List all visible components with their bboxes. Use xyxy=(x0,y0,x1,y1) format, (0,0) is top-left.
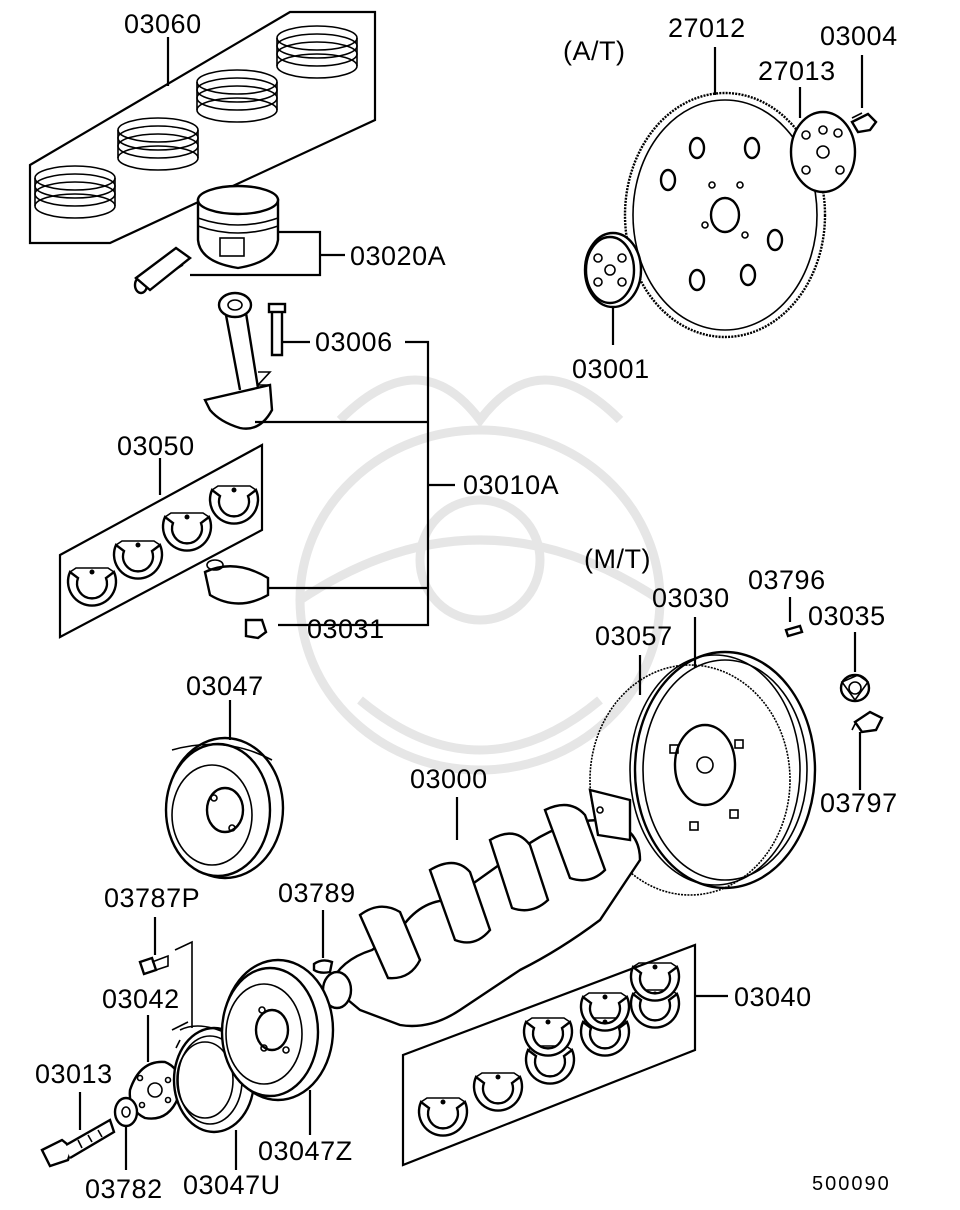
label-03031: 03031 xyxy=(307,614,385,644)
label-03050: 03050 xyxy=(117,431,195,461)
washer-icon[interactable] xyxy=(113,1096,139,1128)
label-at: (A/T) xyxy=(563,36,626,66)
piston-ring-set-icon[interactable] xyxy=(28,10,377,245)
rod-bolt-icon[interactable] xyxy=(267,302,287,357)
label-03030: 03030 xyxy=(652,583,730,613)
crank-pulley-icon[interactable] xyxy=(164,736,285,880)
label-03789: 03789 xyxy=(278,878,356,908)
pulley-icon[interactable] xyxy=(220,958,335,1102)
bolt-icon[interactable] xyxy=(851,710,884,734)
main-bearing-icon[interactable] xyxy=(401,943,697,1167)
label-03040: 03040 xyxy=(734,982,812,1012)
label-03787P: 03787P xyxy=(104,883,200,913)
label-03796: 03796 xyxy=(748,565,826,595)
label-03060: 03060 xyxy=(124,9,202,39)
connecting-rod-icon[interactable] xyxy=(203,291,274,430)
label-03010A: 03010A xyxy=(463,470,559,500)
label-03020A: 03020A xyxy=(350,241,446,271)
adapter-plate-icon[interactable] xyxy=(789,110,857,194)
label-03004: 03004 xyxy=(820,21,898,51)
bolt-icon[interactable] xyxy=(850,112,878,134)
crank-bolt-icon[interactable] xyxy=(40,1118,116,1168)
drive-plate-icon[interactable] xyxy=(623,91,827,339)
label-03001: 03001 xyxy=(572,354,650,384)
woodruff-key-icon[interactable] xyxy=(312,959,334,974)
rod-cap-icon[interactable] xyxy=(203,559,270,605)
label-03047: 03047 xyxy=(186,671,264,701)
label-03000: 03000 xyxy=(410,764,488,794)
label-03797: 03797 xyxy=(820,788,898,818)
rod-bearing-icon[interactable] xyxy=(58,443,264,639)
label-mt: (M/T) xyxy=(584,544,651,574)
label-03047Z: 03047Z xyxy=(258,1136,353,1166)
label-03782: 03782 xyxy=(85,1174,163,1204)
label-03042: 03042 xyxy=(102,984,180,1014)
diagram-code: 500090 xyxy=(812,1173,891,1195)
adapter-plate-icon[interactable] xyxy=(583,231,643,309)
label-03047U: 03047U xyxy=(183,1170,281,1200)
rod-nut-icon[interactable] xyxy=(244,618,268,640)
label-03013: 03013 xyxy=(35,1059,113,1089)
bolt-icon[interactable] xyxy=(138,954,169,976)
pin-icon[interactable] xyxy=(784,624,804,638)
label-03006: 03006 xyxy=(315,327,393,357)
label-27012: 27012 xyxy=(668,13,746,43)
label-27013: 27013 xyxy=(758,56,836,86)
pilot-bearing-icon[interactable] xyxy=(839,673,871,703)
flywheel-icon[interactable] xyxy=(629,650,817,890)
label-03035: 03035 xyxy=(808,601,886,631)
ring-gear-icon[interactable] xyxy=(589,664,791,896)
watermark-emblem xyxy=(295,375,665,775)
label-03057: 03057 xyxy=(595,621,673,651)
crankshaft-icon[interactable] xyxy=(321,788,642,1028)
piston-icon[interactable] xyxy=(133,184,280,295)
